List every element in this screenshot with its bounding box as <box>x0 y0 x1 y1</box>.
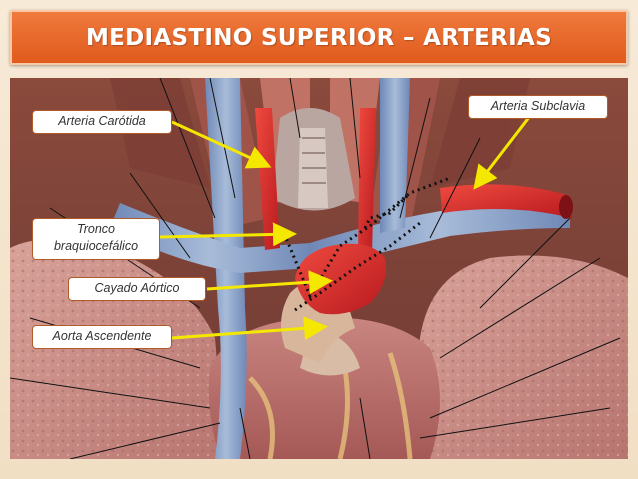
label-brachiocephalic-line1: Tronco <box>77 222 115 236</box>
label-carotid-text: Arteria Carótida <box>58 114 146 128</box>
label-subclavian-text: Arteria Subclavia <box>490 99 586 113</box>
right-jugular-vein <box>380 78 410 233</box>
slide-title: MEDIASTINO SUPERIOR – ARTERIAS <box>85 24 553 51</box>
mediastinum-drawing <box>10 78 628 459</box>
right-lung-texture <box>410 255 628 459</box>
thyroid-gland <box>272 108 355 211</box>
label-subclavian-artery: Arteria Subclavia <box>468 95 608 119</box>
title-bar: MEDIASTINO SUPERIOR – ARTERIAS <box>10 10 628 65</box>
label-aortic-arch: Cayado Aórtico <box>68 277 206 301</box>
label-brachiocephalic-line2: braquiocefálico <box>53 239 139 253</box>
subclavian-artery <box>440 184 572 218</box>
label-aortic-arch-text: Cayado Aórtico <box>94 281 180 295</box>
heart <box>208 317 440 459</box>
label-ascending-aorta: Aorta Ascendente <box>32 325 172 349</box>
label-carotid-artery: Arteria Carótida <box>32 110 172 134</box>
anatomy-illustration <box>10 78 628 459</box>
label-ascending-aorta-text: Aorta Ascendente <box>52 329 152 343</box>
label-brachiocephalic-trunk: Tronco braquiocefálico <box>32 218 160 260</box>
